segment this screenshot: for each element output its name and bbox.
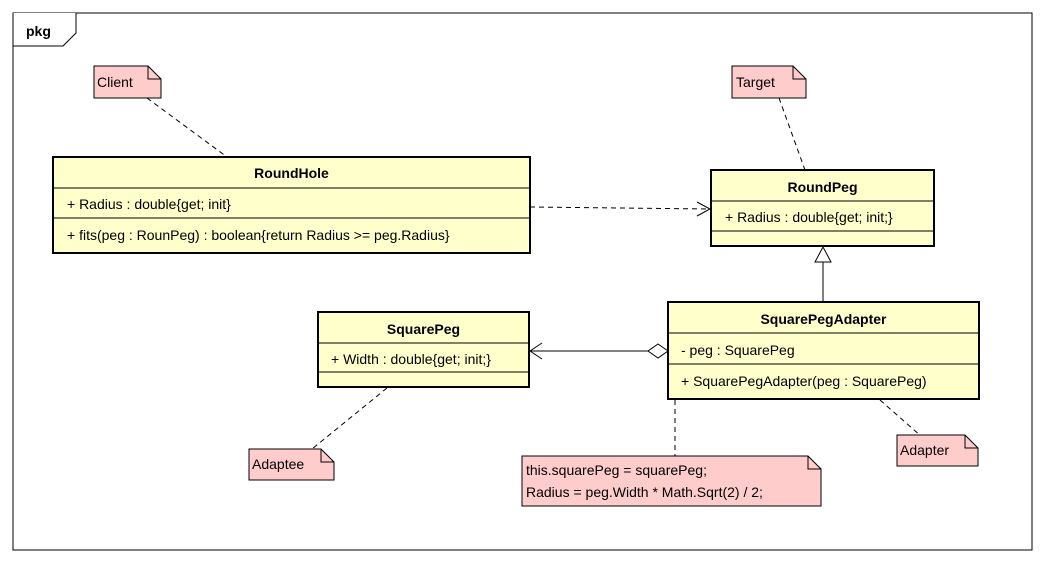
target-note-link (778, 97, 806, 171)
package-tab (12, 13, 77, 47)
class-squarepegadapter-name: SquarePegAdapter (760, 311, 887, 327)
class-roundhole-attribute: + Radius : double{get; init} (67, 196, 231, 212)
client-note-link (146, 97, 228, 158)
class-squarepeg: SquarePeg + Width : double{get; init;} (317, 311, 530, 388)
class-roundpeg: RoundPeg + Radius : double{get; init;} (710, 169, 935, 247)
note-constructor-line-1: this.squarePeg = squarePeg; (526, 462, 707, 478)
note-target-text: Target (736, 74, 775, 90)
note-adapter-text: Adapter (900, 442, 949, 458)
note-adaptee: Adaptee (248, 448, 335, 481)
class-roundhole-operation: + fits(peg : RounPeg) : boolean{return R… (67, 227, 450, 243)
class-squarepegadapter-operation: + SquarePegAdapter(peg : SquarePeg) (681, 373, 927, 389)
adapter-note-link (879, 399, 923, 438)
class-roundhole: RoundHole + Radius : double{get; init} +… (52, 156, 531, 254)
package-label: pkg (26, 23, 51, 39)
adaptee-note-link (311, 387, 388, 450)
note-client-text: Client (97, 74, 133, 90)
class-roundpeg-attribute: + Radius : double{get; init;} (725, 209, 893, 225)
class-roundhole-name: RoundHole (254, 165, 329, 181)
generalization-arrowhead (814, 245, 832, 263)
note-client: Client (93, 65, 162, 99)
note-constructor-body: this.squarePeg = squarePeg; Radius = peg… (521, 455, 822, 507)
class-squarepegadapter-attribute: - peg : SquarePeg (681, 342, 795, 358)
class-squarepeg-attribute: + Width : double{get; init;} (331, 351, 491, 367)
class-squarepegadapter: SquarePegAdapter - peg : SquarePeg + Squ… (667, 301, 980, 400)
note-target: Target (731, 65, 807, 99)
aggregation-diamond (647, 343, 669, 359)
class-squarepeg-name: SquarePeg (387, 321, 460, 337)
dependency-line (529, 206, 711, 210)
class-roundpeg-name: RoundPeg (788, 179, 858, 195)
note-constructor-line-2: Radius = peg.Width * Math.Sqrt(2) / 2; (526, 484, 763, 500)
note-adapter: Adapter (896, 434, 979, 467)
note-adaptee-text: Adaptee (252, 456, 304, 472)
